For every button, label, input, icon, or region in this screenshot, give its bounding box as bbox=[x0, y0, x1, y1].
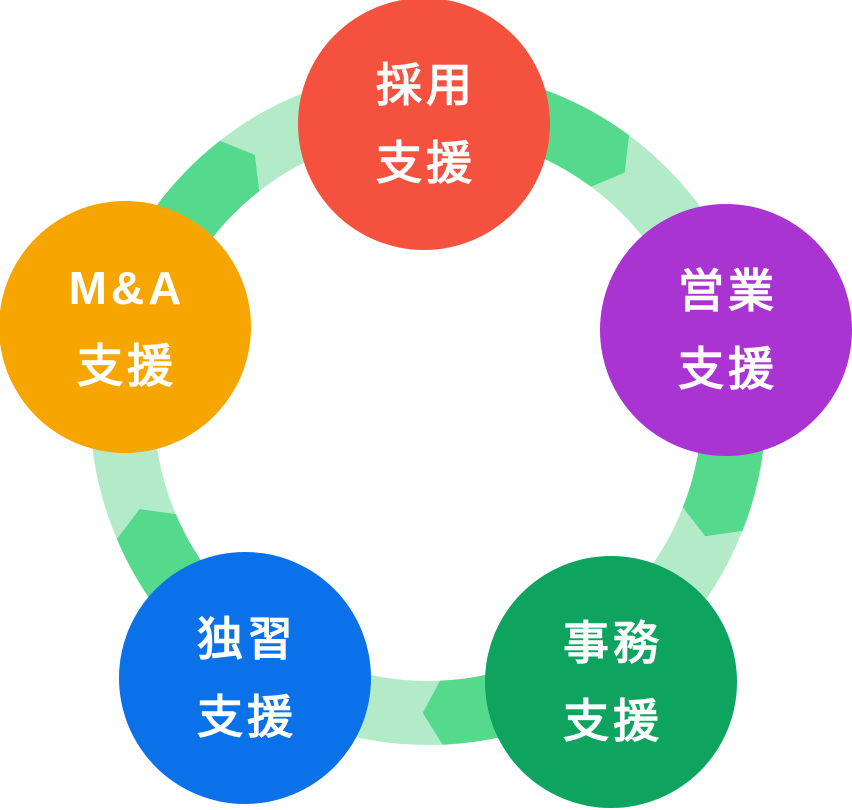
node-label-line1: M&A bbox=[68, 262, 186, 314]
node-label-line2: 支援 bbox=[678, 343, 778, 395]
node-label-line2: 支援 bbox=[563, 695, 663, 747]
node-label-line2: 支援 bbox=[197, 691, 297, 743]
node-label-line2: 支援 bbox=[77, 340, 177, 392]
node-label-line2: 支援 bbox=[376, 137, 476, 189]
node-office-work-support: 事務 支援 bbox=[485, 556, 737, 808]
node-ma-support: M&A 支援 bbox=[0, 201, 251, 453]
node-recruitment-support: 採用 支援 bbox=[298, 0, 550, 250]
node-label-line1: 事務 bbox=[563, 617, 663, 669]
node-sales-support: 営業 支援 bbox=[600, 204, 852, 456]
node-label-line1: 営業 bbox=[678, 265, 778, 317]
node-self-study-support: 独習 支援 bbox=[119, 552, 371, 804]
node-label-line1: 独習 bbox=[197, 613, 297, 665]
node-label-line1: 採用 bbox=[376, 59, 476, 111]
